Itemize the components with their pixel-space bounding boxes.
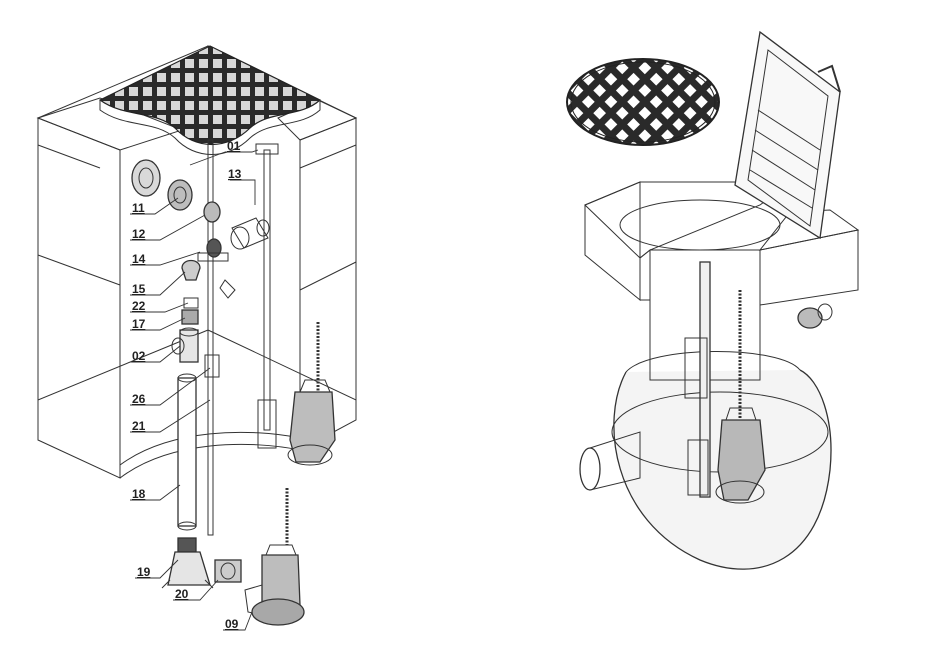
callout-18: 18	[132, 487, 146, 501]
round-grate-cover	[566, 58, 720, 146]
leader-lines	[130, 149, 259, 631]
callout-13: 13	[228, 167, 242, 181]
wall-flange-11	[131, 159, 193, 211]
callout-22: 22	[132, 299, 146, 313]
ball-valve-14	[197, 238, 229, 262]
callout-12: 12	[132, 227, 146, 241]
guide-rail	[207, 139, 279, 536]
callout-20: 20	[175, 587, 189, 601]
callout-02: 02	[132, 349, 146, 363]
check-valve-15	[181, 259, 236, 299]
callout-labels: 01 13 11 12 14 15 22 17 02 26 21 18 19 2…	[132, 139, 242, 631]
lifting-chain	[285, 322, 320, 545]
coupling-17	[181, 309, 199, 325]
nipple-22	[183, 297, 199, 309]
elbow-13	[203, 201, 270, 250]
float-switch-26	[204, 354, 220, 378]
hinged-lid	[734, 30, 841, 240]
duckfoot-bend-19	[161, 537, 214, 589]
shaft-cover-grate	[98, 45, 322, 155]
chamber-pump	[684, 337, 766, 504]
callout-01: 01	[227, 139, 241, 153]
riser-pipe-18	[177, 373, 197, 531]
callout-17: 17	[132, 317, 146, 331]
callout-15: 15	[132, 282, 146, 296]
tee-02	[171, 327, 199, 363]
installed-pump	[257, 379, 336, 466]
submersible-pump-09	[244, 544, 305, 626]
callout-11: 11	[132, 201, 145, 215]
chamber-guide-rail	[699, 261, 742, 498]
callout-09: 09	[225, 617, 239, 631]
callout-14: 14	[132, 252, 146, 266]
callout-26: 26	[132, 392, 146, 406]
callout-19: 19	[137, 565, 151, 579]
chamber-frame	[584, 181, 860, 329]
adapter-20	[214, 559, 242, 583]
callout-21: 21	[132, 419, 146, 433]
